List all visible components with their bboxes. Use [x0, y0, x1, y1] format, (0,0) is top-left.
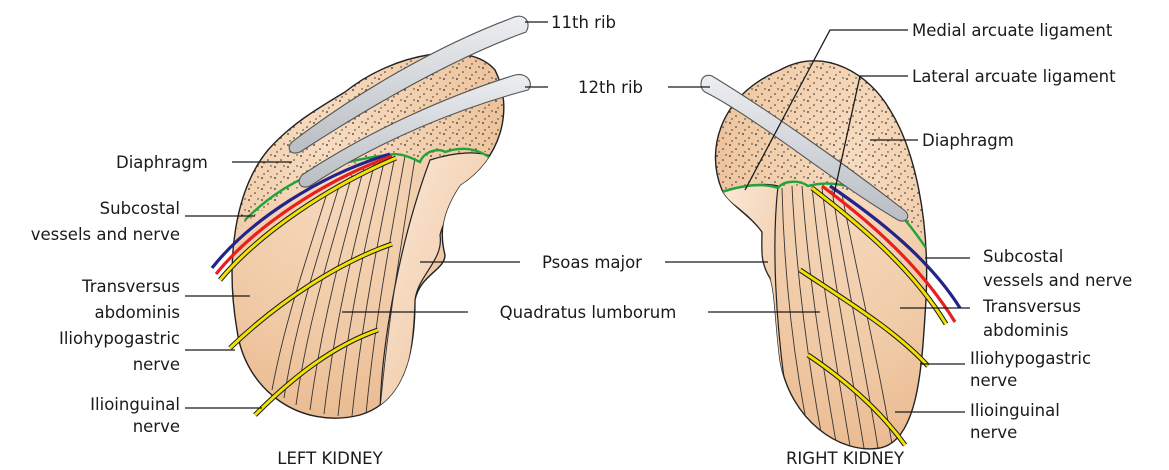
label-right-iliohypogastric-line2: nerve — [970, 371, 1017, 390]
caption-right-kidney: RIGHT KIDNEY — [786, 449, 905, 468]
label-right-diaphragm: Diaphragm — [922, 131, 1014, 150]
label-left-transversus-line1: Transversus — [81, 277, 180, 296]
label-left-subcostal-line2: vessels and nerve — [31, 225, 180, 244]
left-kidney-region — [212, 16, 530, 418]
label-left-diaphragm: Diaphragm — [116, 153, 208, 172]
label-right-ilioinguinal-line2: nerve — [970, 423, 1017, 442]
label-left-iliohypogastric-line2: nerve — [133, 355, 180, 374]
caption-left-kidney: LEFT KIDNEY — [277, 449, 383, 468]
label-left-ilioinguinal-line2: nerve — [133, 417, 180, 436]
label-right-transversus-line2: abdominis — [983, 321, 1068, 340]
label-12th-rib: 12th rib — [578, 78, 643, 97]
label-left-iliohypogastric-line1: Iliohypogastric — [59, 329, 180, 348]
center-labels: Psoas major Quadratus lumborum — [500, 253, 677, 322]
label-left-subcostal-line1: Subcostal — [100, 199, 180, 218]
label-left-ilioinguinal-line1: Ilioinguinal — [90, 395, 180, 414]
label-left-transversus-line2: abdominis — [95, 303, 180, 322]
label-psoas-major: Psoas major — [542, 253, 642, 272]
right-kidney-region — [700, 40, 960, 449]
label-right-subcostal-line2: vessels and nerve — [983, 271, 1132, 290]
label-right-transversus-line1: Transversus — [982, 297, 1081, 316]
label-11th-rib: 11th rib — [551, 13, 616, 32]
label-lateral-arcuate-ligament: Lateral arcuate ligament — [912, 67, 1116, 86]
label-right-iliohypogastric-line1: Iliohypogastric — [970, 349, 1091, 368]
label-right-ilioinguinal-line1: Ilioinguinal — [970, 401, 1060, 420]
label-right-subcostal-line1: Subcostal — [983, 247, 1063, 266]
label-quadratus-lumborum: Quadratus lumborum — [500, 303, 677, 322]
label-medial-arcuate-ligament: Medial arcuate ligament — [912, 21, 1113, 40]
